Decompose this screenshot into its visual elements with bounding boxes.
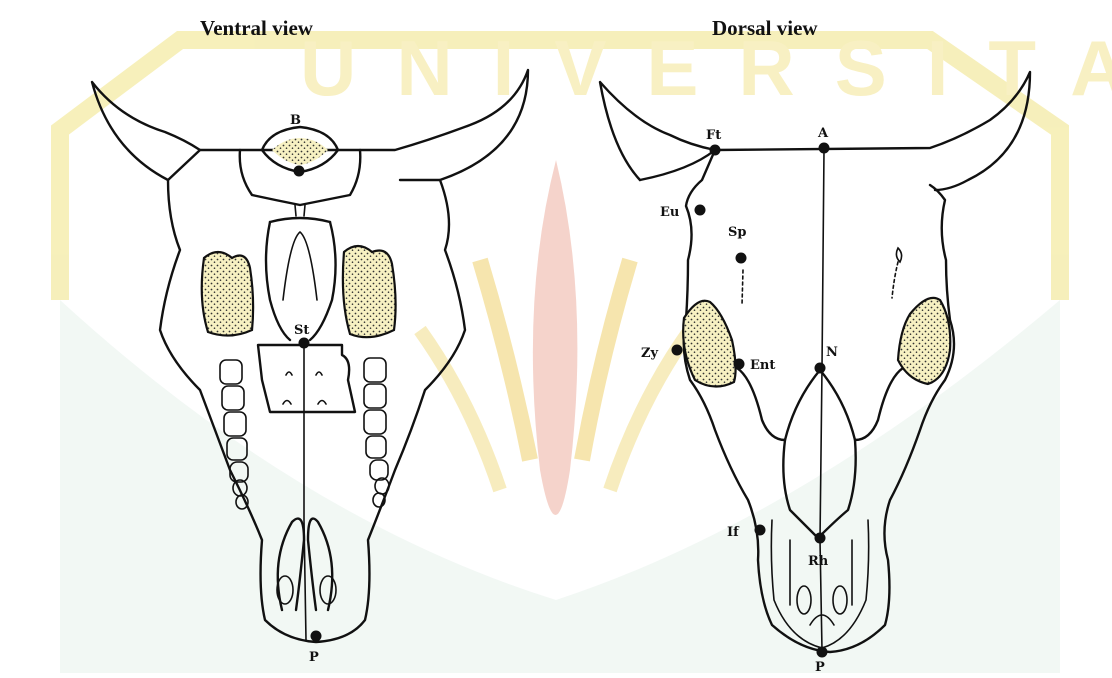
landmark-label-Ent: Ent: [750, 358, 775, 373]
landmark-label-P-dorsal: P: [815, 660, 825, 673]
landmark-point-N: [815, 363, 826, 374]
right-tooth-row: [364, 358, 389, 507]
landmark-label-Sp: Sp: [728, 225, 746, 240]
landmark-label-Ft: Ft: [706, 128, 721, 143]
landmark-point-Ent: [734, 359, 745, 370]
landmark-label-N: N: [826, 345, 838, 360]
landmark-point-Ft: [710, 145, 721, 156]
landmark-point-Eu: [695, 205, 706, 216]
landmark-point-P-dorsal: [817, 647, 828, 658]
ventral-view-title: Ventral view: [200, 16, 313, 41]
watermark-text: UNIVERSITAS: [300, 24, 1112, 112]
landmark-point-B: [294, 166, 305, 177]
dorsal-view-title: Dorsal view: [712, 16, 818, 41]
landmark-point-Rh: [815, 533, 826, 544]
landmark-label-St: St: [294, 323, 309, 338]
landmark-point-If: [755, 525, 766, 536]
landmark-point-St: [299, 338, 310, 349]
landmark-point-Zy: [672, 345, 683, 356]
landmark-point-P-ventral: [311, 631, 322, 642]
landmark-point-A: [819, 143, 830, 154]
landmark-label-A: A: [817, 126, 829, 141]
landmark-point-Sp: [736, 253, 747, 264]
landmark-label-B: B: [290, 113, 301, 128]
landmark-label-Eu: Eu: [660, 205, 679, 220]
landmark-label-If: If: [727, 525, 740, 540]
landmark-label-P-ventral: P: [309, 650, 319, 665]
landmark-label-Rh: Rh: [808, 554, 829, 569]
landmark-label-Zy: Zy: [641, 346, 658, 361]
